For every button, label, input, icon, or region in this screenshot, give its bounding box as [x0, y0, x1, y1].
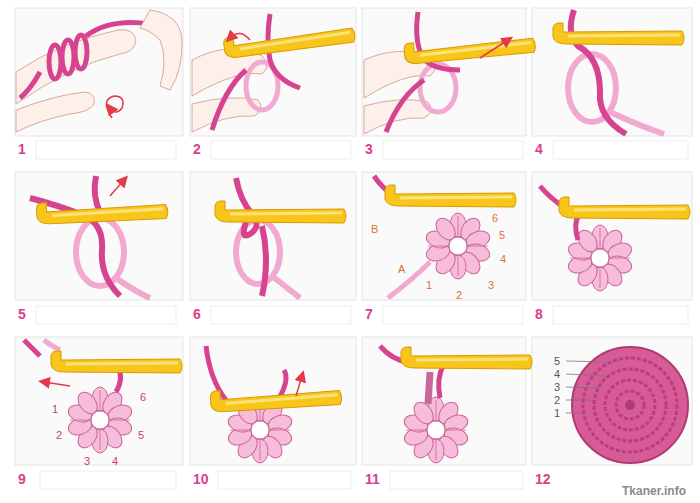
panel-number: 4: [535, 142, 543, 156]
panel-number: 1: [18, 142, 26, 156]
round-number: 4: [554, 369, 560, 380]
panel-number: 3: [365, 142, 373, 156]
callout-number: 4: [112, 456, 118, 467]
callout-letter: 4: [500, 254, 506, 265]
callout-letter: B: [371, 224, 378, 235]
round-number: 1: [554, 408, 560, 419]
callout-number: 5: [138, 430, 144, 441]
callout-number: 3: [84, 456, 90, 467]
callout-letter: 3: [488, 280, 494, 291]
callout-number: 1: [52, 404, 58, 415]
panel-number: 8: [535, 307, 543, 321]
round-number: 3: [554, 382, 560, 393]
panel-number: 2: [193, 142, 201, 156]
panel-number: 10: [193, 472, 209, 486]
round-number: 5: [554, 356, 560, 367]
panel-number: 7: [365, 307, 373, 321]
panel-number: 11: [365, 472, 380, 486]
callout-number: 2: [56, 430, 62, 441]
callout-letter: 2: [456, 290, 462, 301]
callout-letter: 5: [499, 230, 505, 241]
panel-number: 5: [18, 307, 26, 321]
callout-number: 6: [140, 392, 146, 403]
callout-letter: 6: [492, 213, 498, 224]
callout-letter: 1: [426, 280, 432, 291]
callout-letter: A: [398, 264, 405, 275]
panel-number: 6: [193, 307, 201, 321]
panel-number: 12: [535, 472, 551, 486]
watermark: Tkaner.info: [622, 485, 686, 497]
round-number: 2: [554, 395, 560, 406]
panel-number: 9: [18, 472, 26, 486]
